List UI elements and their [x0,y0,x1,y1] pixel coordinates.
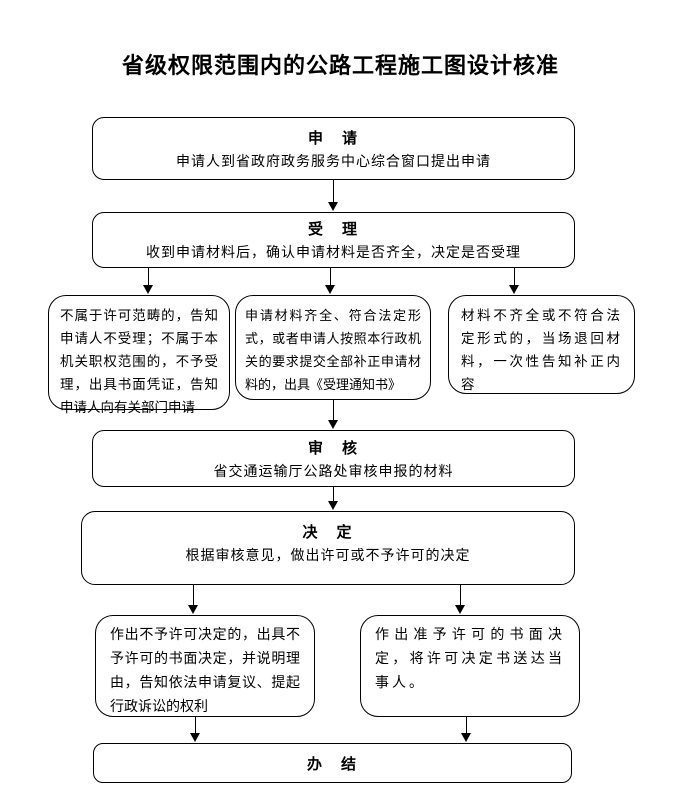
node-decision-label: 决 定 [302,525,354,541]
arrowhead-grant-complete [461,733,471,742]
node-accept-label: 受 理 [307,222,359,238]
connector-review-decision [333,487,334,503]
node-accept-desc: 收到申请材料后，确认申请材料是否齐全，决定是否受理 [146,246,521,261]
node-complete-label: 办 结 [306,756,358,773]
node-deny: 作出不予许可决定的，出具不予许可的书面决定，并说明理由，告知依法申请复议、提起行… [95,615,315,717]
node-apply: 申 请 申请人到省政府政务服务中心综合窗口提出申请 [92,117,575,180]
node-accept: 受 理 收到申请材料后，确认申请材料是否齐全，决定是否受理 [92,212,575,268]
arrowhead-deny-complete [190,733,200,742]
node-review: 审 核 省交通运输厅公路处审核申报的材料 [92,430,575,487]
connector-decision-grant [460,585,461,607]
node-branch-return-materials: 材料不齐全或不符合法定形式的，当场退回材料，一次性告知补正内容 [448,295,635,394]
arrowhead-decision-deny [188,605,198,614]
connector-notice-review [333,400,334,422]
arrowhead-accept-right [509,285,519,294]
node-decision: 决 定 根据审核意见，做出许可或不予许可的决定 [81,511,575,585]
connector-grant-complete [466,717,467,735]
node-decision-desc: 根据审核意见，做出许可或不予许可的决定 [185,549,471,564]
node-branch-not-in-scope: 不属于许可范畴的，告知申请人不受理；不属于本机关职权范围的，不予受理，出具书面凭… [48,295,230,415]
node-grant: 作出准予许可的书面决定，将许可决定书送达当事人。 [360,615,580,717]
node-review-label: 审 核 [307,440,359,457]
node-review-desc: 省交通运输厅公路处审核申报的材料 [213,464,454,480]
connector-deny-complete [195,717,196,735]
node-complete: 办 结 [93,743,572,783]
connector-decision-deny [193,585,194,607]
page-title: 省级权限范围内的公路工程施工图设计核准 [121,53,559,78]
connector-apply-accept [333,180,334,204]
arrowhead-accept-middle [325,285,335,294]
arrowhead-decision-grant [455,605,465,614]
arrowhead-notice-review [328,420,338,429]
connector-accept-right [514,268,515,287]
arrowhead-accept-left [143,285,153,294]
node-apply-label: 申 请 [307,130,359,147]
arrowhead-review-decision [328,501,338,510]
arrowhead-apply-accept [328,202,338,211]
connector-accept-left [148,268,149,287]
node-apply-desc: 申请人到省政府政务服务中心综合窗口提出申请 [176,154,491,170]
connector-accept-middle [330,268,331,287]
node-branch-accept-notice: 申请材料齐全、符合法定形式，或者申请人按照本行政机关的要求提交全部补正申请材料的… [235,295,431,400]
